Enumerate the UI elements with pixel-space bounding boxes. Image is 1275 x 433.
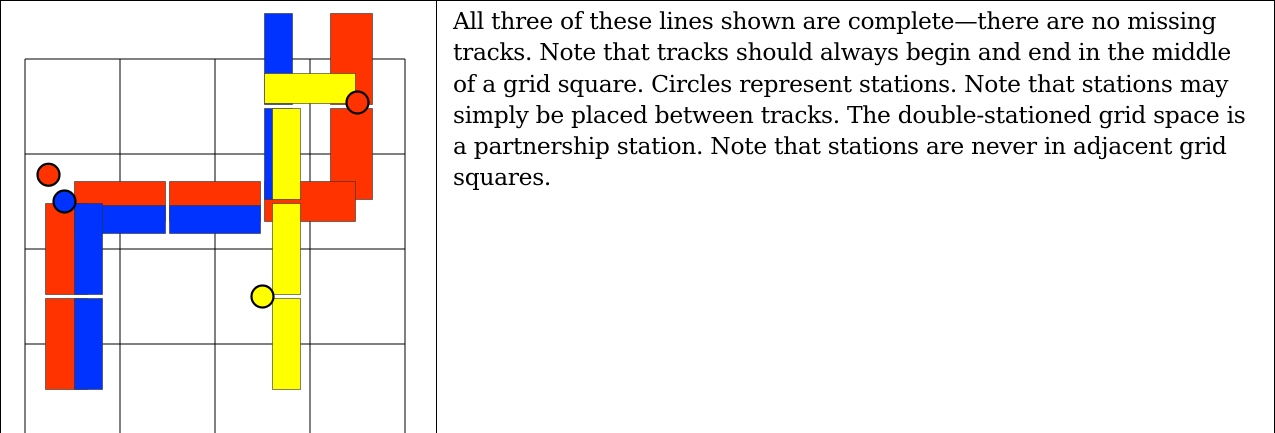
- yellow-line-track: [272, 108, 301, 200]
- red-line-station: [345, 90, 370, 115]
- transit-map-canvas: [24, 13, 406, 433]
- blue-line-track: [74, 203, 103, 295]
- description-text: All three of these lines shown are compl…: [453, 7, 1246, 192]
- table-column-divider: [436, 0, 437, 433]
- table-left-border: [0, 0, 1, 433]
- yellow-line-track: [264, 73, 356, 104]
- yellow-line-track: [272, 298, 301, 390]
- transit-map-diagram: [9, 9, 436, 433]
- blue-line-track: [169, 205, 261, 234]
- red-line-station: [36, 162, 61, 187]
- blue-line-track: [74, 298, 103, 390]
- yellow-line-track: [272, 203, 301, 295]
- yellow-line-station: [250, 284, 275, 309]
- blue-line-station: [52, 189, 77, 214]
- table-top-border: [0, 0, 1275, 1]
